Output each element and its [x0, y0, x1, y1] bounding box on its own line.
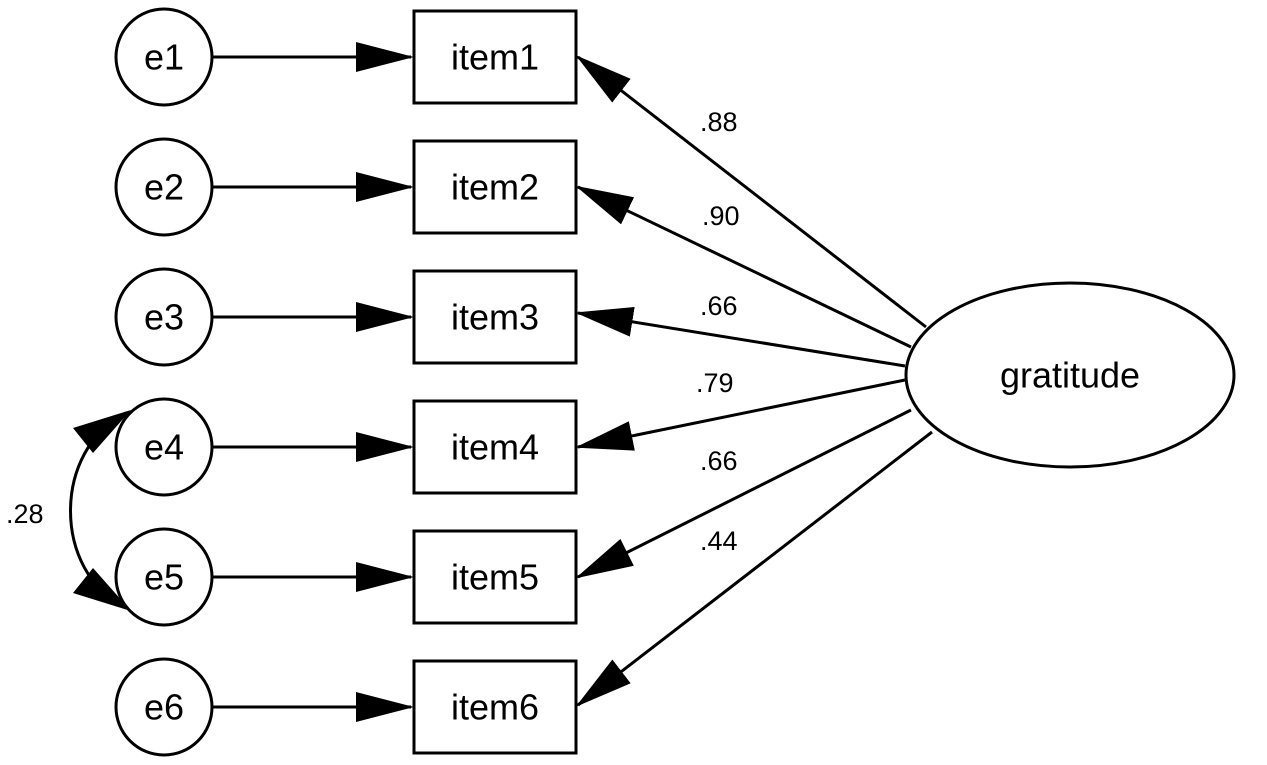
covariance-label: .28: [6, 499, 44, 529]
error-label-e4: e4: [144, 427, 184, 468]
error-node-e5: e5: [114, 527, 214, 627]
covariance-e4-e5: [69, 410, 131, 611]
loading-path-item4: [575, 378, 906, 451]
factor-label: gratitude: [1000, 355, 1140, 396]
loading-label-item4: .79: [696, 368, 734, 398]
item-node-item3: item3: [412, 269, 578, 365]
loading-label-item3: .66: [700, 291, 738, 321]
error-label-e5: e5: [144, 557, 184, 598]
item-label-item5: item5: [451, 557, 539, 598]
loading-path-item2: [575, 185, 912, 349]
loading-path-item3: [575, 306, 906, 368]
item-node-item5: item5: [412, 529, 578, 625]
covariance-arrowhead-e4: [73, 410, 131, 453]
item-label-item2: item2: [451, 167, 539, 208]
item-node-item4: item4: [412, 399, 578, 495]
loading-label-item2: .90: [702, 201, 740, 231]
item-label-item6: item6: [451, 687, 539, 728]
item-label-item1: item1: [451, 37, 539, 78]
error-node-e2: e2: [114, 137, 214, 237]
error-label-e2: e2: [144, 167, 184, 208]
loading-label-item1: .88: [700, 107, 738, 137]
item-node-item1: item1: [412, 9, 578, 105]
error-node-e6: e6: [114, 657, 214, 757]
covariance-arrowhead-e5: [73, 568, 131, 611]
item-nodes: item1 item2 item3 item4 item5 item6: [412, 9, 578, 755]
item-node-item2: item2: [412, 139, 578, 235]
loading-path-item5: [575, 408, 912, 579]
loading-label-item5: .66: [700, 446, 738, 476]
item-node-item6: item6: [412, 659, 578, 755]
error-label-e6: e6: [144, 687, 184, 728]
error-node-e1: e1: [114, 7, 214, 107]
error-node-e4: e4: [114, 397, 214, 497]
error-nodes: e1 e2 e3 e4 e5 e6: [114, 7, 214, 757]
error-node-e3: e3: [114, 267, 214, 367]
loading-label-item6: .44: [700, 526, 738, 556]
loading-paths: [575, 55, 933, 707]
loading-labels: .88 .90 .66 .79 .66 .44: [696, 107, 740, 556]
item-label-item4: item4: [451, 427, 539, 468]
error-label-e3: e3: [144, 297, 184, 338]
error-paths: [213, 42, 414, 722]
loading-path-item1: [575, 55, 927, 329]
item-label-item3: item3: [451, 297, 539, 338]
factor-node-gratitude: gratitude: [904, 281, 1236, 469]
error-label-e1: e1: [144, 37, 184, 78]
loading-path-item6: [575, 430, 933, 707]
